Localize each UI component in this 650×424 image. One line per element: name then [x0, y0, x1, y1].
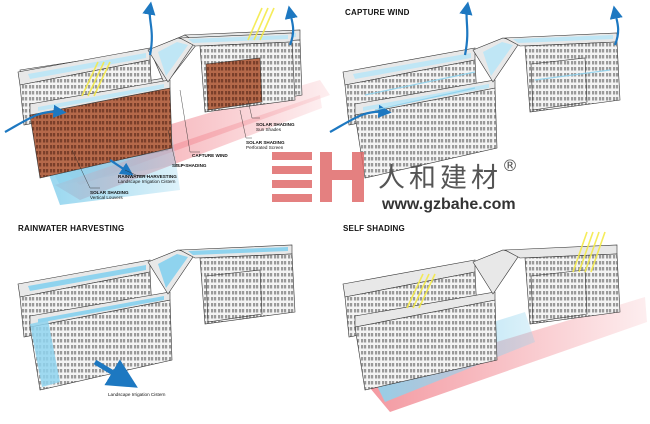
watermark: 人和建材® www.gzbahe.com — [270, 150, 570, 220]
watermark-chinese-text: 人和建材® — [378, 156, 522, 195]
label-sub: Vertical Louvers — [90, 195, 123, 200]
watermark-url: www.gzbahe.com — [382, 196, 516, 213]
watermark-chinese: 人和建材 — [378, 163, 502, 194]
label-sub: Landscape Irrigation Cistern — [118, 179, 176, 184]
label-self-shading: SELF-SHADING — [172, 163, 206, 168]
label-title: SOLAR SHADING — [90, 190, 129, 195]
label-title: RAINWATER HARVESTING — [118, 174, 177, 179]
label-title: CAPTURE WIND — [192, 153, 228, 158]
label-solar-perforated: SOLAR SHADING Perforated Screen — [246, 140, 285, 150]
label-title: SOLAR SHADING — [256, 122, 295, 127]
panel-capture-wind: CAPTURE WIND — [325, 0, 650, 212]
panel-title: SELF SHADING — [343, 224, 405, 233]
label-solar-vertical-louvers: SOLAR SHADING Vertical Louvers — [90, 190, 129, 200]
label-title: SELF-SHADING — [172, 163, 207, 168]
label-sub: Perforated Screen — [246, 145, 284, 150]
label-rainwater-harvesting: RAINWATER HARVESTING Landscape Irrigatio… — [118, 174, 177, 184]
watermark-registered: ® — [502, 156, 522, 175]
label-solar-sun-shades: SOLAR SHADING Sun Shades — [256, 122, 295, 132]
label-title: SOLAR SHADING — [246, 140, 285, 145]
label-cistern: Landscape Irrigation Cistern — [108, 392, 166, 397]
panel-title: CAPTURE WIND — [345, 8, 410, 17]
panel-self-shading: SELF SHADING — [325, 212, 650, 424]
panel-title: RAINWATER HARVESTING — [18, 224, 125, 233]
label-sub: Sun Shades — [256, 127, 282, 132]
watermark-logo-icon — [272, 152, 364, 202]
panel-rainwater-harvesting: RAINWATER HARVESTING Landscape Irrigatio… — [0, 212, 325, 424]
label-capture-wind: CAPTURE WIND — [192, 153, 228, 158]
panel-top-left: SOLAR SHADING Sun Shades SOLAR SHADING P… — [0, 0, 325, 212]
